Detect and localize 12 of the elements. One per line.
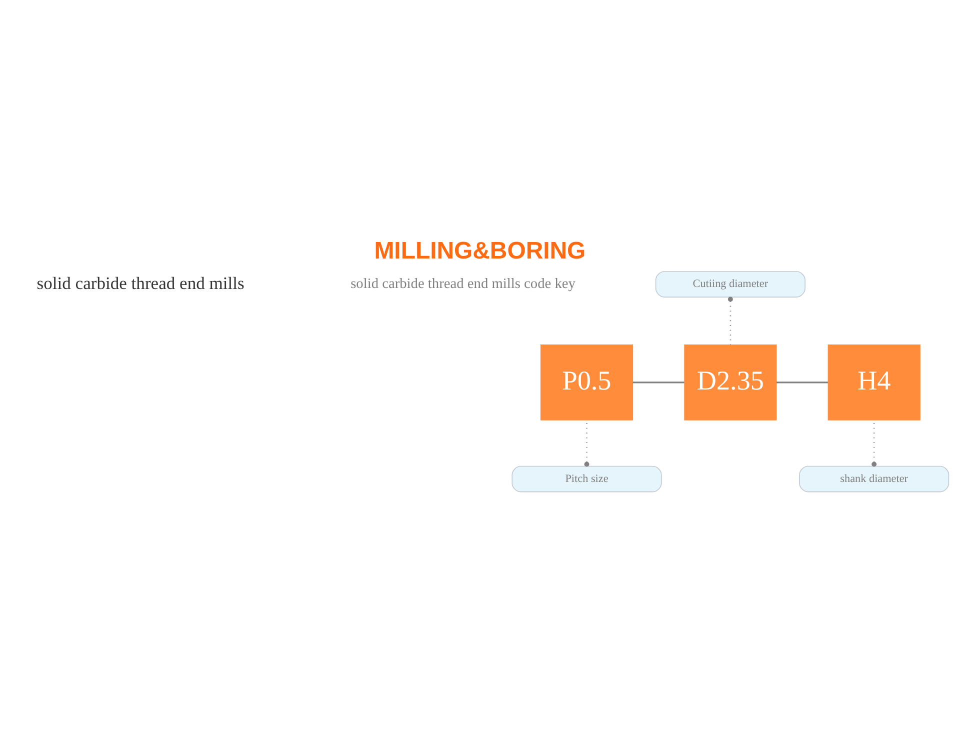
connector [632, 382, 684, 384]
node-box: H4 [828, 344, 920, 420]
node-box: Cutiing diameter [655, 271, 806, 298]
node-box: shank diameter [799, 466, 950, 492]
node-box: P0.5 [540, 344, 634, 420]
node-box: Pitch size [512, 466, 662, 492]
connector [776, 382, 828, 384]
diagram-title: MILLING&BORING [374, 238, 586, 265]
label: solid carbide thread end mills code key [350, 276, 576, 292]
node-box: D2.35 [684, 344, 777, 420]
label: solid carbide thread end mills [36, 272, 244, 293]
connector [728, 296, 733, 345]
